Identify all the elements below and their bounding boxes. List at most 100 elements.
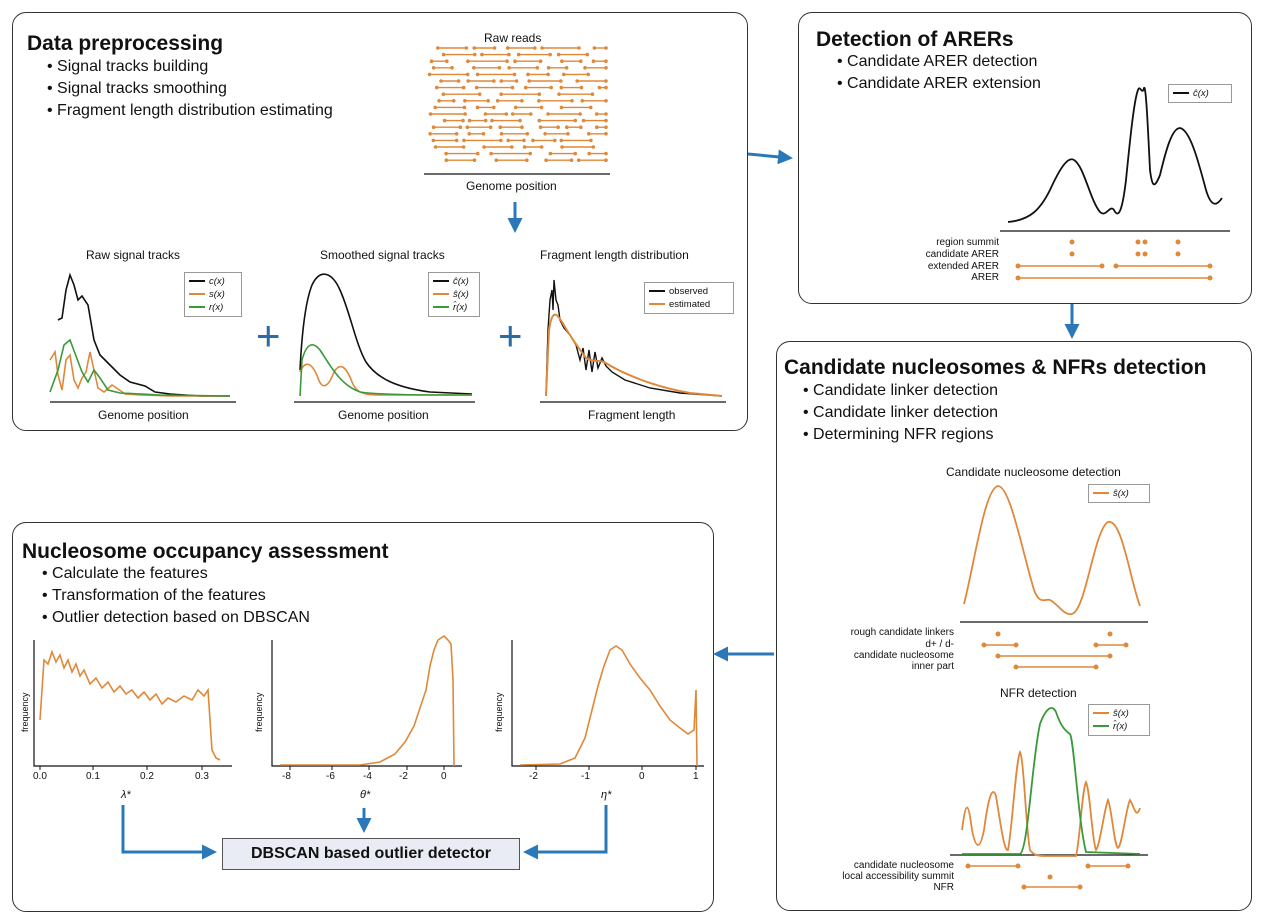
- row-label: candidate ARER: [925, 249, 999, 260]
- plot1-legend: ŝ(x): [1088, 484, 1150, 503]
- plus-icon: +: [256, 312, 281, 359]
- read-endpoint: [522, 138, 526, 143]
- read-endpoint: [527, 79, 531, 83]
- arers-legend: ĉ(x): [1168, 84, 1232, 103]
- hist-axes: [33, 640, 704, 767]
- read-endpoint: [475, 105, 480, 110]
- raw-tracks-legend: c(x) s(x) r(x): [184, 272, 242, 317]
- read-endpoint: [486, 99, 490, 103]
- row-marker: [1123, 642, 1129, 648]
- read-endpoint: [546, 72, 550, 77]
- read-endpoint: [431, 138, 436, 143]
- tick-label: -6: [326, 771, 335, 782]
- read-endpoint: [513, 105, 518, 110]
- axis-line: [271, 640, 462, 767]
- bullet: Candidate linker detection: [803, 402, 998, 424]
- read-endpoint: [560, 145, 564, 149]
- row-marker: [1069, 251, 1075, 257]
- read-endpoint: [604, 151, 608, 156]
- plot2-title: NFR detection: [1000, 686, 1077, 700]
- read-endpoint: [472, 158, 477, 162]
- read-endpoint: [586, 132, 591, 136]
- read-endpoint: [441, 52, 446, 57]
- read-endpoint: [431, 66, 436, 70]
- read-endpoint: [604, 79, 608, 83]
- read-endpoint: [465, 72, 470, 77]
- read-endpoint: [522, 145, 527, 149]
- read-endpoint: [573, 118, 578, 123]
- read-endpoint: [466, 79, 470, 83]
- read-endpoint: [604, 158, 608, 162]
- bullet: Calculate the features: [42, 563, 310, 585]
- dbscan-detector-box: DBSCAN based outlier detector: [222, 838, 520, 870]
- read-endpoint: [445, 59, 449, 63]
- axis-line: [511, 640, 704, 767]
- read-endpoint: [467, 118, 472, 123]
- read-endpoint: [594, 112, 599, 116]
- read-endpoint: [490, 118, 494, 123]
- read-endpoint: [507, 52, 511, 57]
- read-endpoint: [463, 112, 467, 116]
- tick-label: 0.2: [140, 771, 154, 782]
- read-endpoint: [454, 138, 459, 143]
- hist-ticks: [39, 766, 697, 770]
- read-endpoint: [560, 59, 564, 63]
- read-endpoint: [497, 66, 502, 70]
- nucleosomes-title: Candidate nucleosomes & NFRs detection: [784, 356, 1207, 379]
- row-marker: [1013, 642, 1019, 648]
- hist2-symbol: θ*: [360, 789, 371, 801]
- read-endpoint: [507, 66, 511, 70]
- read-endpoint: [429, 59, 434, 63]
- read-endpoint: [499, 138, 503, 143]
- read-endpoint: [461, 118, 465, 123]
- read-endpoint: [456, 79, 461, 83]
- read-endpoint: [513, 59, 517, 63]
- row-marker: [1013, 664, 1019, 670]
- smoothed-tracks-title: Smoothed signal tracks: [320, 248, 445, 262]
- tick-label: 0.0: [33, 771, 47, 782]
- plus-icon: +: [498, 312, 523, 359]
- bullet: Transformation of the features: [42, 585, 310, 607]
- read-endpoint: [472, 66, 476, 70]
- read-endpoint: [539, 145, 544, 149]
- row-marker: [1099, 263, 1105, 269]
- row-marker: [1207, 263, 1213, 269]
- read-endpoint: [537, 92, 542, 96]
- arer-rows: [1015, 239, 1213, 281]
- bullet: Determining NFR regions: [803, 424, 998, 446]
- fragment-observed-line: [545, 279, 723, 397]
- read-endpoint: [578, 59, 583, 63]
- read-endpoint: [548, 151, 553, 156]
- row-marker: [1113, 263, 1119, 269]
- nucleosomes-bullets: Candidate linker detection Candidate lin…: [803, 380, 998, 446]
- raw-reads-title: Raw reads: [484, 31, 542, 45]
- read-endpoint: [433, 145, 438, 149]
- read-endpoint: [591, 59, 596, 63]
- read-endpoint: [454, 132, 459, 136]
- arrow-preprocess-to-arers: [747, 149, 793, 165]
- tick-label: -2: [399, 771, 408, 782]
- read-endpoint: [465, 125, 470, 129]
- legend-item: observed: [669, 286, 709, 297]
- tick-label: 1: [693, 771, 699, 782]
- read-endpoint: [585, 52, 590, 57]
- read-endpoint: [431, 125, 436, 129]
- read-endpoint: [451, 99, 456, 103]
- read-endpoint: [592, 46, 597, 50]
- read-endpoint: [556, 52, 561, 57]
- read-endpoint: [458, 125, 463, 129]
- tick-label: -2: [529, 771, 538, 782]
- bullet: Signal tracks smoothing: [47, 78, 333, 100]
- read-endpoint: [538, 59, 543, 63]
- fragment-legend: observed estimated: [644, 282, 734, 314]
- legend-item: ŝ(x): [1113, 488, 1129, 499]
- hist1-lambda: [39, 649, 221, 761]
- read-endpoint: [589, 138, 593, 143]
- read-endpoint: [526, 72, 530, 77]
- read-endpoint: [505, 46, 510, 50]
- read-endpoint: [475, 151, 480, 156]
- read-endpoint: [588, 105, 593, 110]
- read-endpoint: [579, 125, 583, 129]
- read-endpoint: [461, 85, 466, 90]
- bullet: Candidate linker detection: [803, 380, 998, 402]
